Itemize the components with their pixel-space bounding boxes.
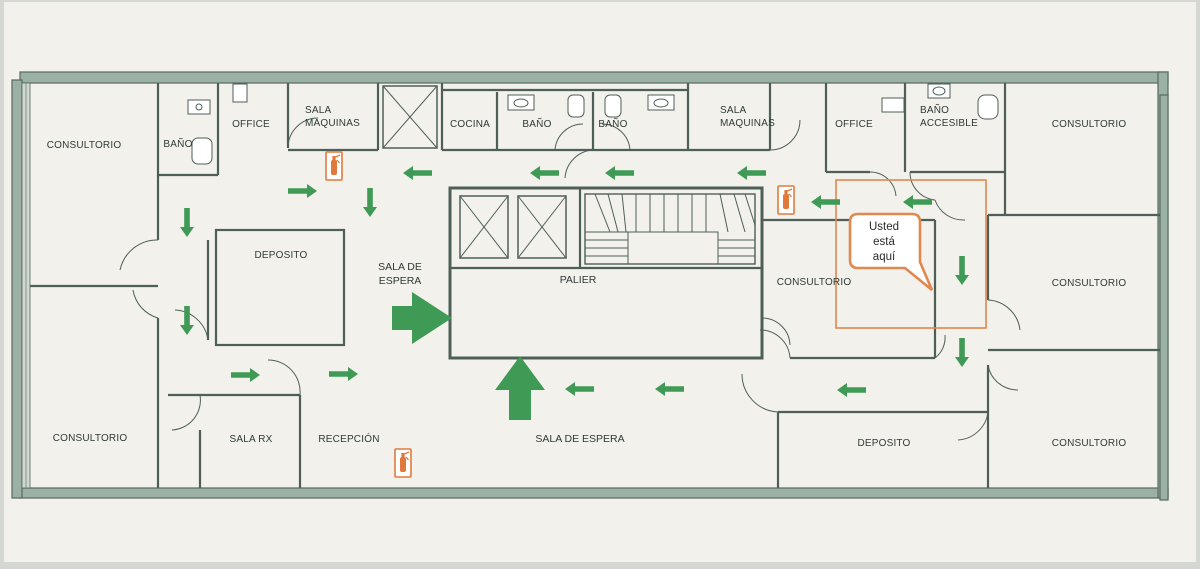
room-label-sala-maquinas: MAQUINAS (720, 118, 775, 129)
room-label-deposito: DEPOSITO (857, 438, 910, 449)
fixtures (187, 83, 999, 165)
room-label-sala-espera: ESPERA (379, 275, 422, 287)
room-label-bano-accesible: BAÑO (920, 103, 949, 116)
exit-arrow-icon (392, 292, 452, 344)
room-label-sala-rx: SALA RX (229, 434, 272, 445)
room-label-consultorio: CONSULTORIO (53, 433, 128, 444)
room-label-consultorio: CONSULTORIO (1052, 438, 1127, 449)
room-label-sala-espera: SALA DE (378, 261, 422, 273)
room-label-bano: BAÑO (522, 117, 551, 130)
outer-walls (11, 71, 1169, 501)
marker-line-1: Usted (869, 221, 899, 233)
room-label-bano: BAÑO (598, 117, 627, 130)
room-label-sala-maquinas: SALA (305, 105, 332, 116)
room-label-office: OFFICE (232, 119, 270, 130)
room-label-office: OFFICE (835, 119, 873, 130)
room-label-deposito: DEPOSITO (254, 250, 307, 261)
room-labels: CONSULTORIO CONSULTORIO BAÑO OFFICE SALA… (47, 103, 1127, 449)
room-label-consultorio: CONSULTORIO (777, 277, 852, 288)
exit-arrow-icon (495, 356, 545, 420)
marker-line-2: está (873, 236, 895, 248)
room-label-cocina: COCINA (450, 119, 490, 130)
evacuation-arrows (180, 166, 969, 420)
room-label-bano-accesible: ACCESIBLE (920, 118, 978, 129)
fire-extinguisher-icon (777, 185, 795, 215)
fire-extinguisher-icon (394, 448, 412, 478)
room-label-bano: BAÑO (163, 137, 192, 150)
room-label-sala-maquinas: SALA (720, 105, 747, 116)
interior-walls (30, 83, 1160, 488)
paper-sheet (4, 2, 1196, 562)
room-label-recepcion: RECEPCIÓN (318, 432, 379, 445)
fire-extinguisher-icon (325, 151, 343, 181)
room-label-sala-maquinas: MAQUINAS (305, 118, 360, 129)
marker-line-3: aquí (873, 251, 896, 263)
room-label-consultorio: CONSULTORIO (1052, 119, 1127, 130)
room-label-consultorio: CONSULTORIO (1052, 278, 1127, 289)
room-label-consultorio: CONSULTORIO (47, 140, 122, 151)
room-label-sala-espera: SALA DE ESPERA (535, 433, 624, 445)
room-label-palier: PALIER (560, 274, 597, 286)
you-are-here-marker: Usted está aquí (835, 179, 987, 329)
doors (119, 117, 1021, 441)
